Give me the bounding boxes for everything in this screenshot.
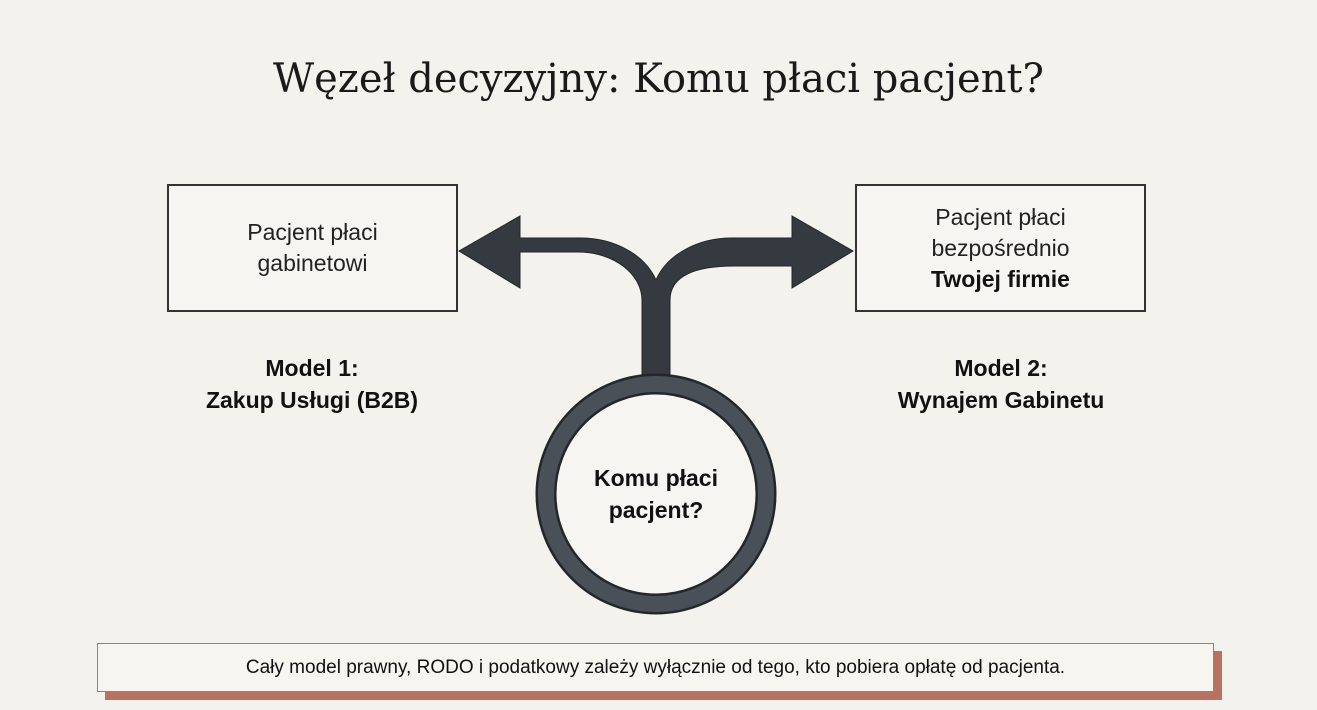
note-text: Cały model prawny, RODO i podatkowy zale… [245,656,1066,678]
decision-question: Komu płaci pacjent? [556,462,756,526]
right-box-line3: Twojej firmie [931,265,1070,292]
left-box-line1: Pacjent płaci [247,219,378,245]
question-line1: Komu płaci [594,465,718,491]
model-1-title: Model 1: [265,355,359,381]
model-1-label: Model 1: Zakup Usługi (B2B) [162,352,462,416]
model-2-name: Wynajem Gabinetu [897,387,1105,413]
model-2-label: Model 2: Wynajem Gabinetu [851,352,1151,416]
fork-arrow-icon [458,215,854,379]
page-title: Węzeł decyzyjny: Komu płaci pacjent? [273,56,1044,102]
option-box-left: Pacjent płaci gabinetowi [167,184,458,312]
left-box-line2: gabinetowi [257,250,368,276]
model-1-name: Zakup Usługi (B2B) [205,387,419,413]
model-2-title: Model 2: [954,355,1048,381]
right-box-line1: Pacjent płaci [935,203,1066,230]
right-box-line2: bezpośrednio [931,234,1070,261]
question-line2: pacjent? [608,497,704,523]
note-box: Cały model prawny, RODO i podatkowy zale… [97,643,1214,692]
option-box-right: Pacjent płaci bezpośrednio Twojej firmie [855,184,1146,312]
